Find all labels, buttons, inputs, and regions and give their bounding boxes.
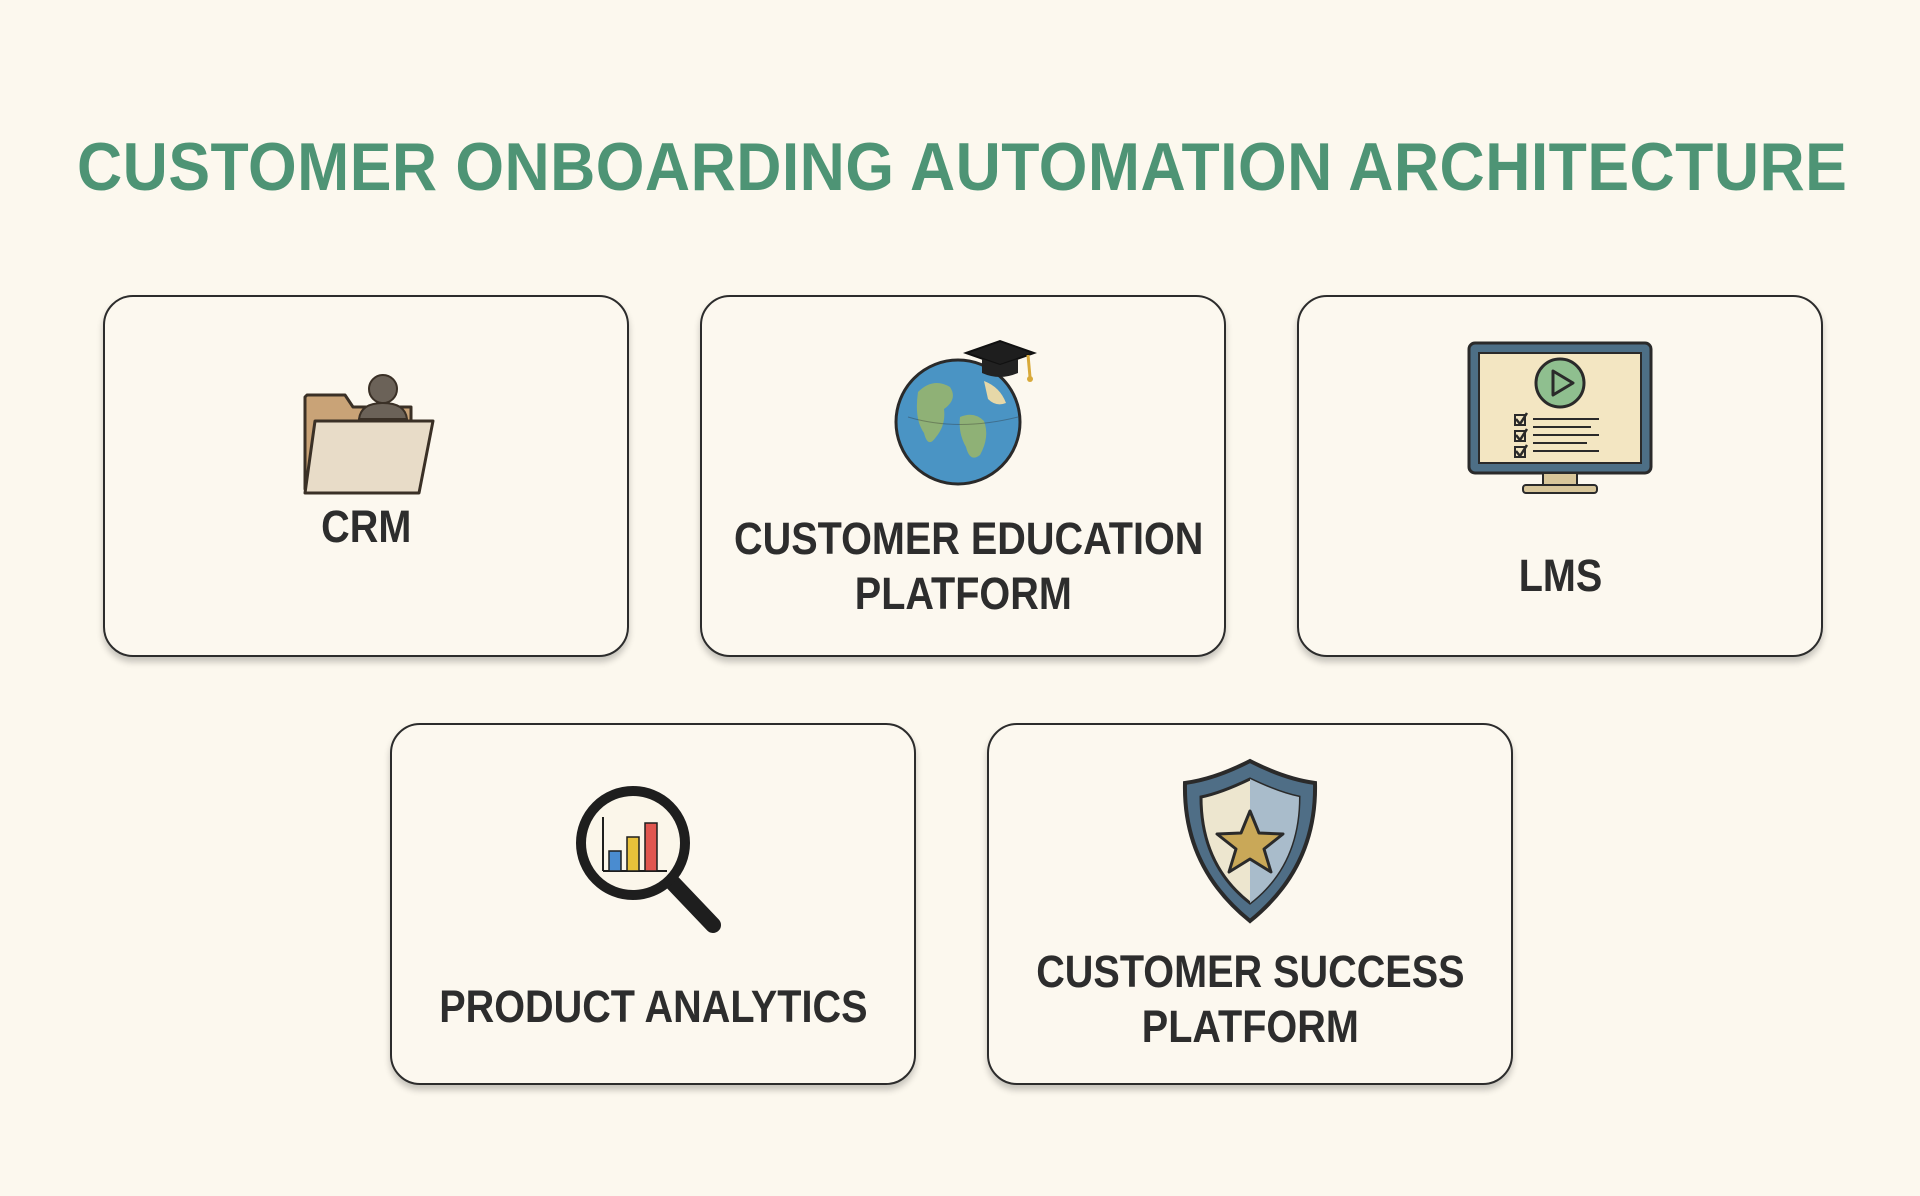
component-card-lms: LMS [1297,295,1823,657]
component-card-crm: CRM [103,295,629,657]
component-card-product-analytics: PRODUCT ANALYTICS [390,723,916,1085]
component-label: CUSTOMER SUCCESS [1035,946,1465,997]
component-label: PRODUCT ANALYTICS [438,981,868,1032]
shield-star-icon [989,757,1511,927]
component-label: PLATFORM [854,568,1072,619]
diagram-title: CUSTOMER ONBOARDING AUTOMATION ARCHITECT… [77,129,1848,205]
monitor-video-checklist-icon [1299,339,1821,499]
component-label: CRM [320,501,412,552]
component-label: LMS [1518,550,1602,601]
component-card-customer-education-platform: CUSTOMER EDUCATION PLATFORM [700,295,1226,657]
component-label: CUSTOMER EDUCATION [734,513,1204,564]
globe-graduation-cap-icon [702,337,1224,487]
magnifier-bar-chart-icon [392,785,914,945]
component-card-customer-success-platform: CUSTOMER SUCCESS PLATFORM [987,723,1513,1085]
person-folder-icon [105,359,627,499]
component-label: PLATFORM [1141,1001,1359,1052]
